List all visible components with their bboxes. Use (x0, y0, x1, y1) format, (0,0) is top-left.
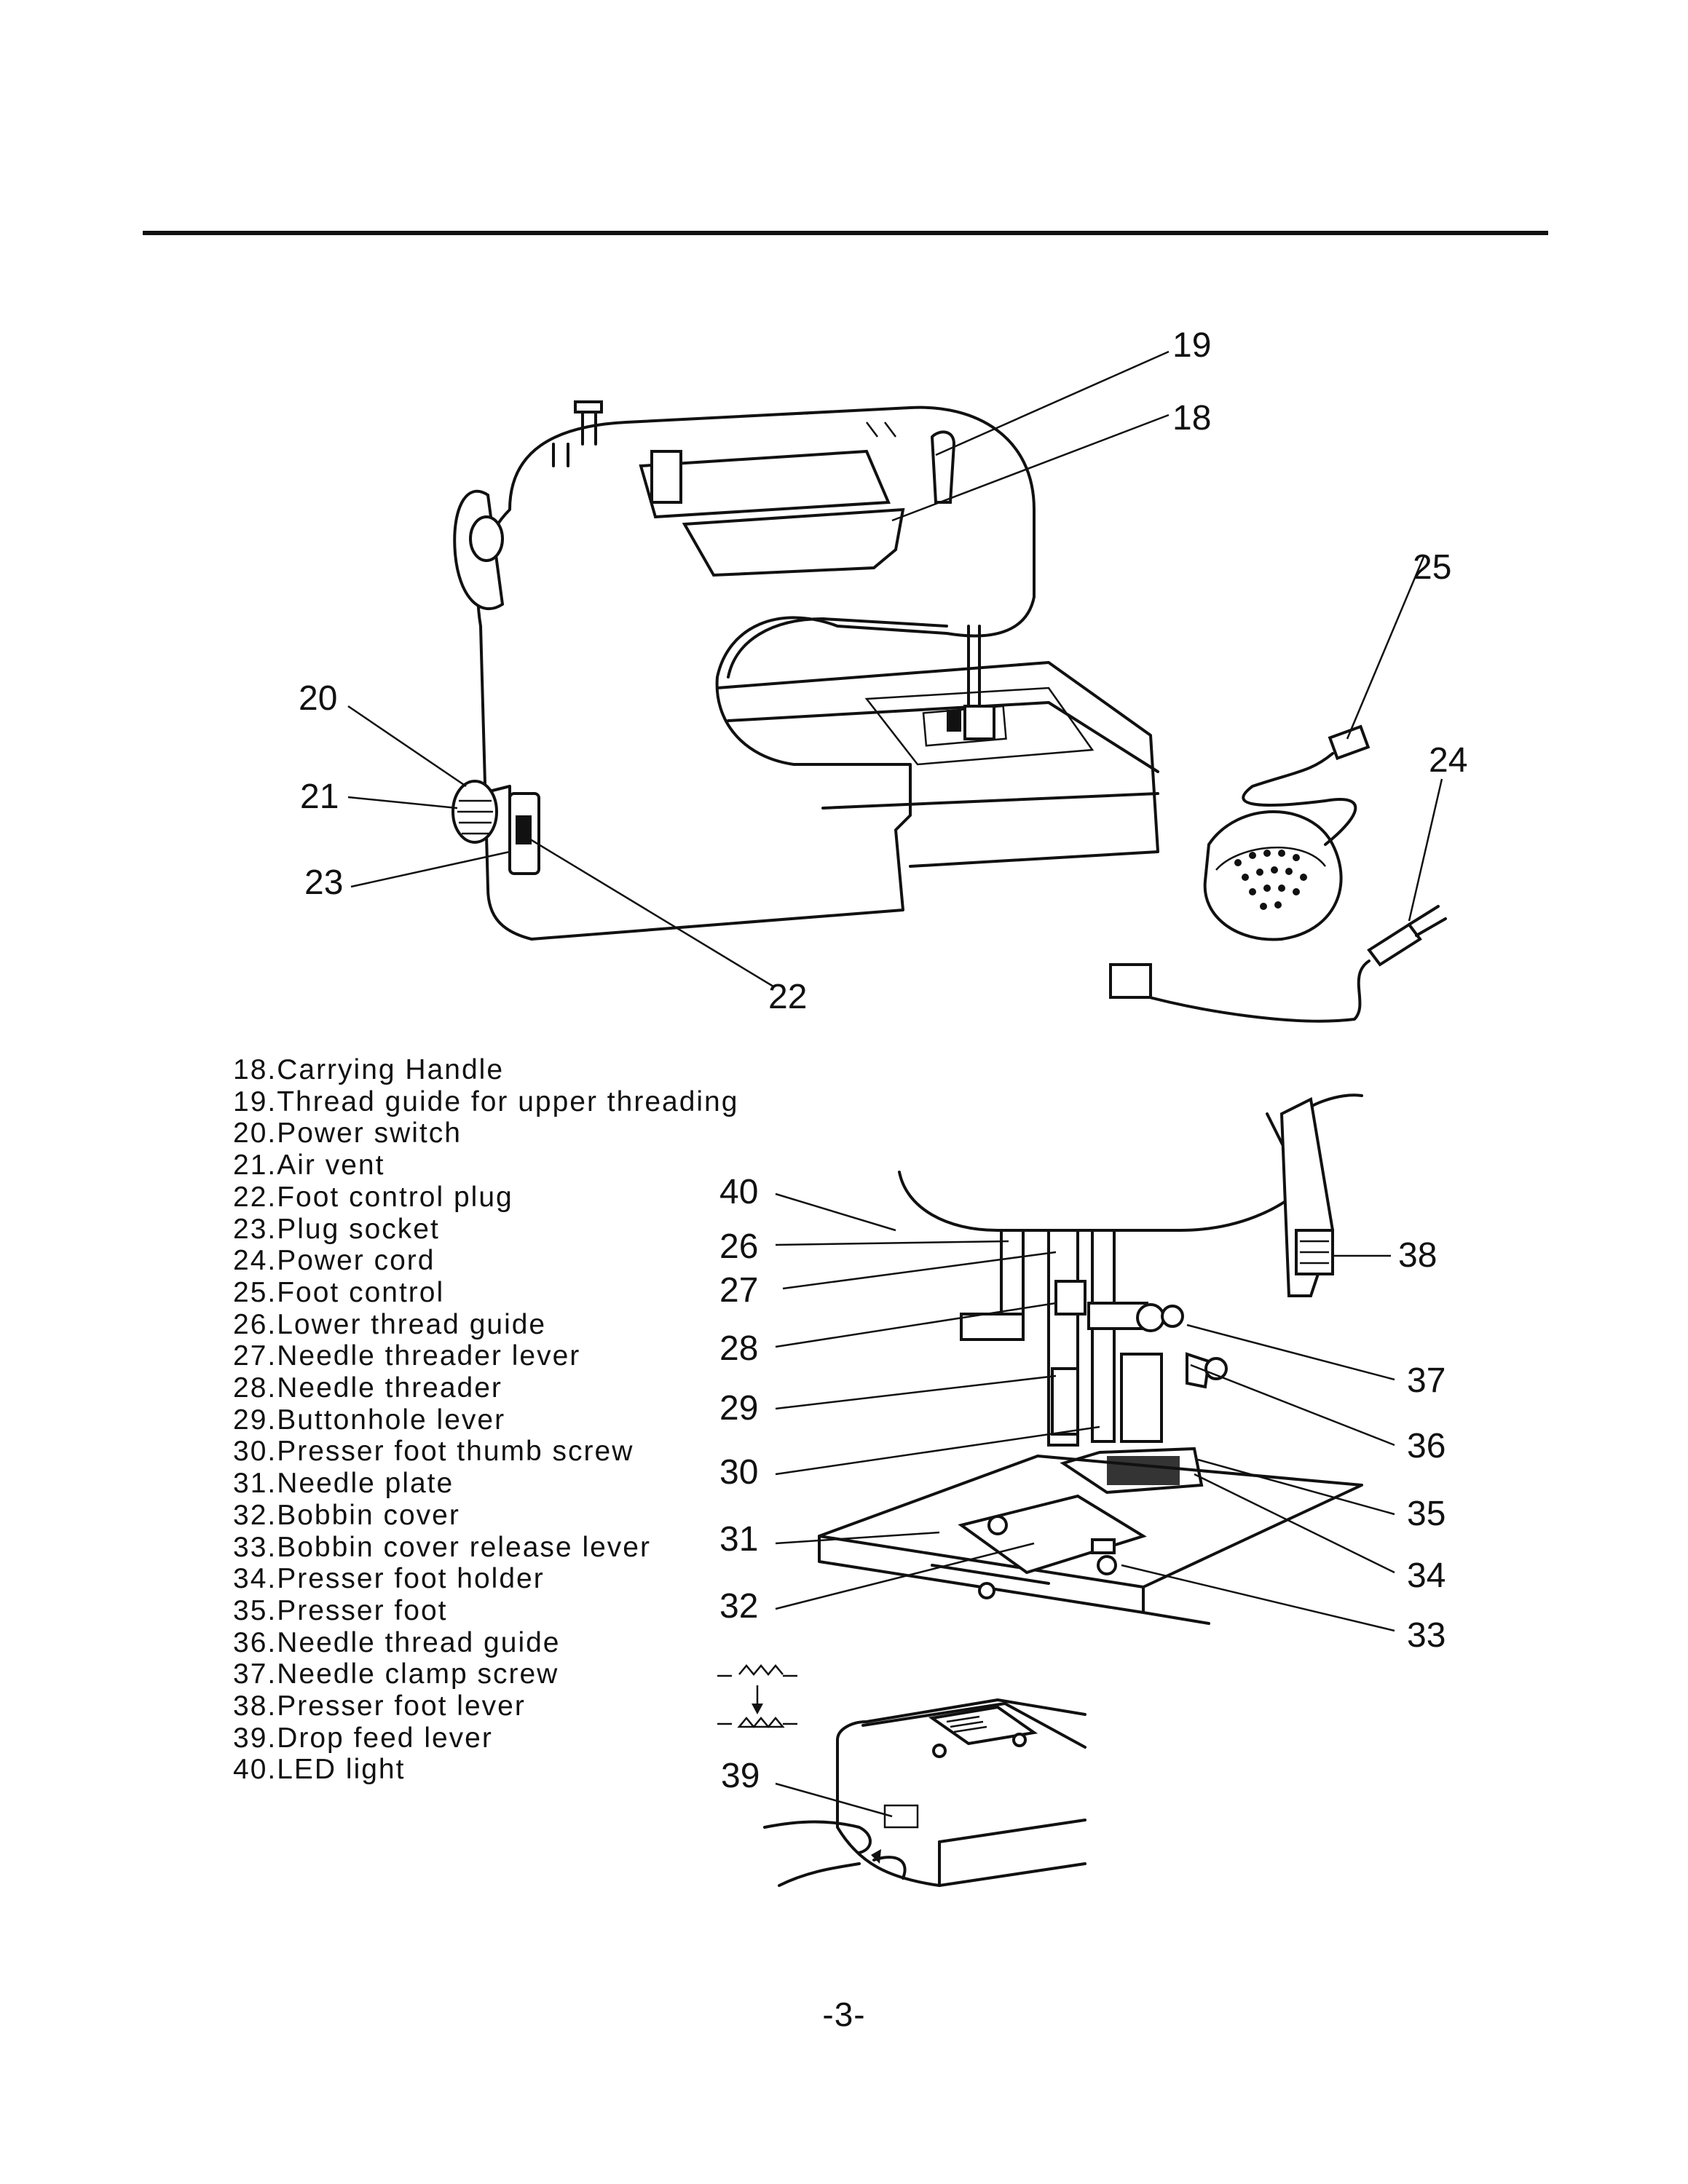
callout-34: 34 (1407, 1556, 1446, 1595)
callout-40: 40 (719, 1173, 758, 1211)
list-item: 24.Power cord (233, 1245, 435, 1277)
sewing-machine-illustration (451, 400, 1159, 941)
list-item: 40.LED light (233, 1754, 406, 1786)
callout-27: 27 (719, 1271, 758, 1310)
callout-28: 28 (719, 1329, 758, 1368)
callout-19: 19 (1172, 326, 1211, 365)
callout-26: 26 (719, 1227, 758, 1266)
callout-23: 23 (304, 863, 343, 902)
list-item: 39.Drop feed lever (233, 1722, 493, 1754)
list-item: 33.Bobbin cover release lever (233, 1531, 651, 1563)
callout-33: 33 (1407, 1616, 1446, 1655)
list-item: 35.Presser foot (233, 1594, 448, 1626)
foot-control-illustration (1109, 724, 1447, 1023)
list-item: 25.Foot control (233, 1276, 445, 1308)
list-item: 22.Foot control plug (233, 1181, 513, 1213)
callout-21: 21 (300, 778, 339, 816)
header-rule (143, 231, 1548, 235)
callout-22: 22 (768, 978, 807, 1016)
list-item: 27.Needle threader lever (233, 1340, 581, 1372)
parts-list: 18.Carrying Handle 19.Thread guide for u… (233, 1054, 738, 1786)
callout-37: 37 (1407, 1361, 1446, 1400)
list-item: 21.Air vent (233, 1150, 385, 1182)
callout-30: 30 (719, 1453, 758, 1492)
callout-39: 39 (721, 1757, 760, 1795)
list-item: 31.Needle plate (233, 1468, 454, 1500)
page-number: -3- (822, 1995, 866, 2033)
list-item: 30.Presser foot thumb screw (233, 1436, 634, 1468)
list-item: 37.Needle clamp screw (233, 1658, 559, 1690)
needle-area-illustration (818, 1093, 1363, 1625)
callout-32: 32 (719, 1587, 758, 1626)
callout-numbers: 19 18 25 24 20 21 23 22 40 26 27 28 29 3… (299, 326, 1467, 1795)
callout-35: 35 (1407, 1495, 1446, 1533)
list-item: 34.Presser foot holder (233, 1563, 545, 1595)
list-item: 29.Buttonhole lever (233, 1404, 506, 1436)
list-item: 23.Plug socket (233, 1213, 440, 1245)
callout-31: 31 (719, 1520, 758, 1559)
list-item: 26.Lower thread guide (233, 1308, 547, 1340)
list-item: 36.Needle thread guide (233, 1626, 561, 1658)
drop-feed-illustration (717, 1664, 1086, 1887)
list-item: 19.Thread guide for upper threading (233, 1085, 739, 1117)
callout-36: 36 (1407, 1427, 1446, 1465)
callout-38: 38 (1398, 1236, 1437, 1275)
list-item: 20.Power switch (233, 1117, 462, 1150)
callout-20: 20 (299, 679, 337, 718)
callout-24: 24 (1429, 741, 1467, 780)
callout-18: 18 (1172, 399, 1211, 438)
list-item: 28.Needle threader (233, 1372, 502, 1404)
list-item: 38.Presser foot lever (233, 1690, 526, 1722)
leader-lines (347, 350, 1443, 1818)
list-item: 32.Bobbin cover (233, 1499, 460, 1531)
list-item: 18.Carrying Handle (233, 1054, 505, 1085)
callout-25: 25 (1413, 548, 1451, 587)
callout-29: 29 (719, 1389, 758, 1428)
